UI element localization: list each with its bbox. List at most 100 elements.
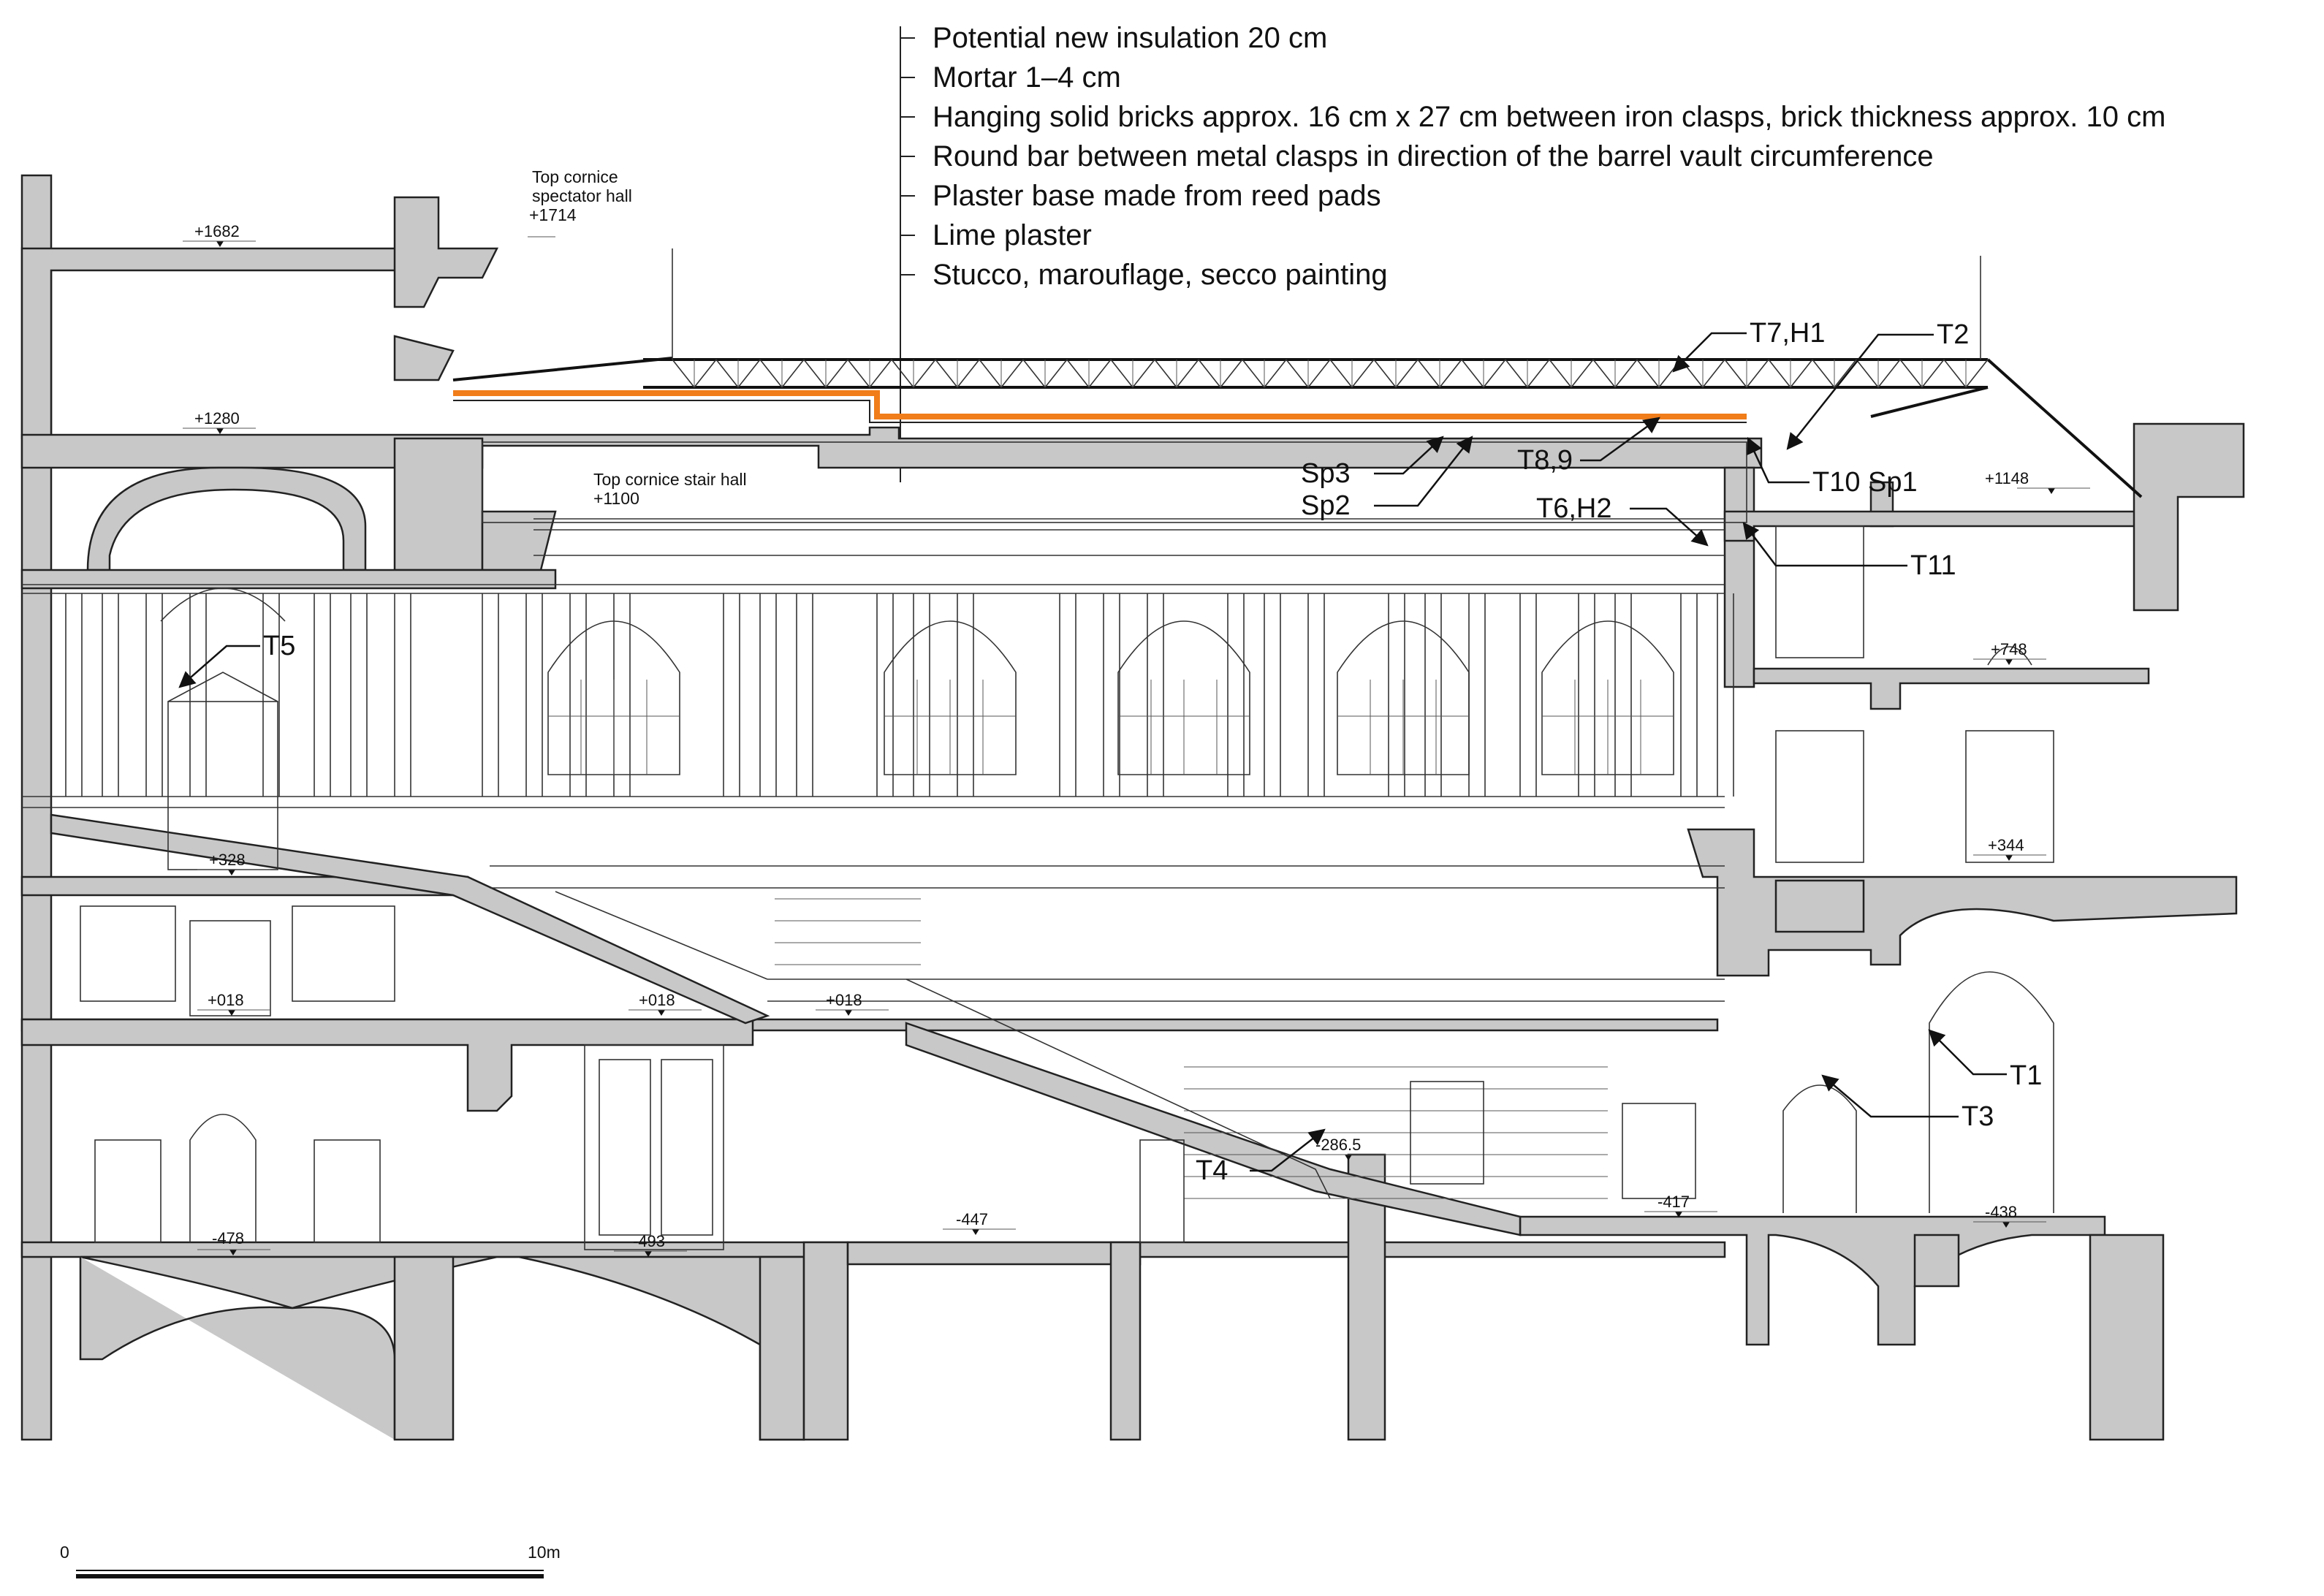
drawing-line (1110, 359, 1133, 388)
drawing-line (1044, 359, 1068, 388)
level-markers: +1682 +1280 +1148 +748 +328 +344 +018 +0… (183, 222, 2090, 1257)
insulation-layer (453, 390, 1747, 423)
tag-t3: T3 (1962, 1101, 1994, 1132)
drawing-line (847, 359, 870, 388)
drawing-line (1812, 359, 1835, 388)
level-label: +328 (209, 851, 246, 869)
level-label: -438 (1985, 1203, 2017, 1221)
scale-end-label: 10m (528, 1543, 561, 1562)
level-marker: -438 (1973, 1203, 2046, 1228)
level-marker: -417 (1644, 1193, 1717, 1217)
drawing-line (1834, 359, 1857, 388)
arched-window (1541, 620, 1674, 775)
facade-elevation (22, 441, 2054, 1250)
drawing-line (1417, 359, 1440, 388)
drawing-line (1088, 359, 1112, 388)
spectator-cornice-note: Top cornice (532, 167, 618, 186)
level-marker: +1682 (183, 222, 256, 247)
level-marker: +018 (629, 991, 702, 1016)
drawing-line (1132, 359, 1155, 388)
drawing-line (1680, 359, 1704, 388)
drawing-line (1329, 359, 1353, 388)
drawing-line (1220, 359, 1243, 388)
level-marker: +018 (816, 991, 889, 1016)
spectator-cornice-note: spectator hall (532, 186, 632, 205)
drawing-line (1483, 359, 1506, 388)
drawing-line (1965, 359, 1989, 388)
level-marker: +748 (1973, 640, 2046, 665)
drawing-line (1790, 359, 1813, 388)
drawing-line (781, 359, 805, 388)
drawing-line (1899, 359, 1923, 388)
arched-window (1337, 620, 1470, 775)
drawing-line (1307, 359, 1331, 388)
drawing-line (1724, 359, 1747, 388)
drawing-line (1877, 359, 1901, 388)
drawing-line (1439, 359, 1462, 388)
cornice-notes: Top cornice spectator hall +1714 Top cor… (528, 167, 747, 508)
tag-t5: T5 (263, 631, 295, 661)
drawing-line (803, 359, 827, 388)
level-label: +344 (1988, 836, 2024, 854)
level-marker: +344 (1973, 836, 2046, 861)
layer-legend: Potential new insulation 20 cm Mortar 1–… (900, 22, 2165, 482)
drawing-line (1527, 359, 1550, 388)
drawing-line (1943, 359, 1967, 388)
drawing-line (1242, 359, 1265, 388)
level-marker: +1148 (1985, 469, 2090, 494)
drawing-line (1154, 359, 1177, 388)
drawing-line (1746, 359, 1769, 388)
drawing-line (1571, 359, 1594, 388)
level-label: -478 (212, 1229, 244, 1247)
drawing-line (1198, 359, 1221, 388)
layer-label: Round bar between metal clasps in direct… (933, 140, 1934, 172)
drawing-line (694, 359, 717, 388)
layer-label: Mortar 1–4 cm (933, 61, 1121, 94)
arched-window (547, 620, 680, 775)
spectator-cornice-level: +1714 (529, 205, 577, 224)
tag-t1: T1 (2010, 1060, 2042, 1091)
level-marker: -447 (943, 1210, 1016, 1235)
drawing-line (1702, 359, 1725, 388)
stair-cornice-level: +1100 (593, 489, 639, 508)
section-structure (20, 174, 2245, 1441)
roof-truss (452, 248, 2143, 498)
drawing-line (1856, 359, 1879, 388)
drawing-line (1592, 359, 1616, 388)
level-label: +018 (826, 991, 862, 1009)
layer-label: Lime plaster (933, 219, 1092, 251)
drawing-line (1286, 359, 1309, 388)
level-label: -286.5 (1315, 1136, 1361, 1154)
layer-label: Stucco, marouflage, secco painting (933, 259, 1388, 291)
level-label: -493 (633, 1232, 665, 1250)
drawing-line (1373, 359, 1397, 388)
drawing-line (869, 359, 892, 388)
level-label: +1280 (194, 409, 240, 428)
tag-t6-h2: T6,H2 (1536, 493, 1611, 524)
level-marker: -493 (614, 1232, 687, 1257)
drawing-line (891, 359, 914, 388)
level-label: +018 (208, 991, 244, 1009)
tag-sp2: Sp2 (1301, 490, 1351, 521)
drawing-line (913, 359, 936, 388)
drawing-line (1549, 359, 1572, 388)
drawing-line (1921, 359, 1945, 388)
drawing-line (1351, 359, 1375, 388)
drawing-line (737, 359, 761, 388)
level-label: +748 (1991, 640, 2027, 658)
level-marker: -478 (197, 1229, 270, 1255)
level-label: +1148 (1985, 469, 2029, 487)
level-marker: +328 (197, 851, 270, 875)
drawing-line (957, 359, 980, 388)
drawing-line (715, 359, 739, 388)
drawing-line (1264, 359, 1287, 388)
drawing-line (759, 359, 783, 388)
layer-label: Potential new insulation 20 cm (933, 22, 1327, 54)
drawing-line (1395, 359, 1419, 388)
level-marker: +018 (197, 991, 270, 1016)
drawing-line (1658, 359, 1682, 388)
detail-tags: T7,H1 T2 T8,9 Sp3 Sp2 T10 Sp1 T6,H2 T11 … (178, 318, 2042, 1186)
level-label: +1682 (194, 222, 240, 240)
drawing-line (1614, 359, 1638, 388)
tag-sp3: Sp3 (1301, 458, 1351, 489)
